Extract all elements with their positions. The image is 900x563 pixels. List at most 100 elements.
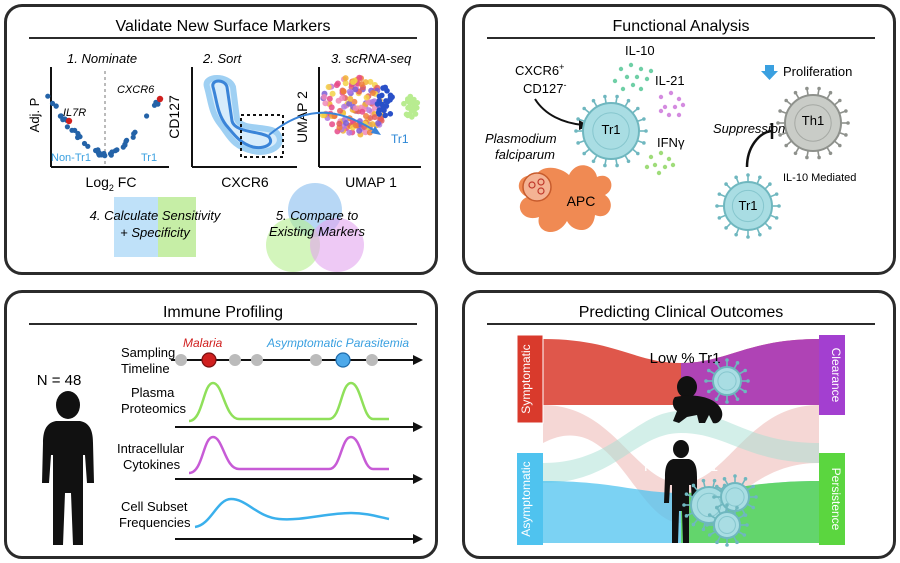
cell-spike-tip xyxy=(603,163,607,168)
cytokine-dot xyxy=(648,68,654,74)
cytokine-dot xyxy=(670,162,676,168)
umap-point xyxy=(366,129,373,136)
cell-spike-tip xyxy=(776,121,780,125)
umap-tr1-point xyxy=(374,101,381,107)
volcano-dot xyxy=(53,103,59,109)
cytokine-dot xyxy=(658,150,664,156)
cell-spike-tip xyxy=(642,141,646,145)
apc-label: APC xyxy=(567,193,596,209)
th1-label: Th1 xyxy=(802,113,824,128)
label-il7r: IL7R xyxy=(63,107,86,119)
cell-spike-tip xyxy=(636,151,640,156)
cell-spike-tip xyxy=(626,159,631,164)
cell-spike-tip xyxy=(777,204,781,208)
cell-spike-tip xyxy=(642,117,646,121)
tr1-cell-low xyxy=(704,358,750,404)
umap-point xyxy=(369,98,376,105)
cell-spike-tip xyxy=(615,94,619,99)
sample-size: N = 48 xyxy=(37,372,82,389)
label-non-tr1: Non-Tr1 xyxy=(51,152,91,164)
step-sort: 2. Sort xyxy=(202,51,243,66)
cell-spike-tip xyxy=(751,505,755,510)
proteomics-arrowhead xyxy=(413,422,423,432)
timeline-label-line1: Sampling xyxy=(121,345,175,360)
cell-spike-tip xyxy=(742,533,747,537)
cell-spike-tip xyxy=(715,505,719,510)
functional-analysis-graphic: Functional Analysis CXCR6+ CD127- Tr1 IL… xyxy=(485,18,875,239)
gate-to-umap-arrow xyxy=(268,111,376,136)
cell-spike-tip xyxy=(626,98,631,103)
timepoint-7 xyxy=(366,354,378,366)
cell-membrane xyxy=(720,482,750,512)
cytokine-dot xyxy=(644,76,650,82)
cell-spike-tip xyxy=(774,216,779,220)
pathogen-line1: Plasmodium xyxy=(485,131,557,146)
parasite-1 xyxy=(528,181,536,189)
umap-point xyxy=(358,81,365,88)
cell-spike-tip xyxy=(717,192,722,196)
venn-circle-purple xyxy=(310,218,364,272)
umap-point xyxy=(343,120,349,126)
volcano-point-il7r xyxy=(65,117,73,125)
umap-point xyxy=(322,100,329,107)
umap-tr1-point xyxy=(380,105,387,111)
cell-spike-tip xyxy=(684,514,689,518)
cell-membrane xyxy=(713,511,741,539)
cell-spike-tip xyxy=(582,151,586,156)
infected-rbc xyxy=(522,172,552,202)
umap-point xyxy=(336,120,343,127)
low-tr1-label: Low % Tr1 xyxy=(650,350,721,367)
umap-point xyxy=(363,94,370,101)
step-calc-line1: 4. Calculate Sensitivity xyxy=(90,208,222,223)
umap-point xyxy=(356,127,363,134)
cell-nucleus xyxy=(725,487,745,507)
panel1-title: Validate New Surface Markers xyxy=(116,18,331,35)
cell-membrane xyxy=(723,181,773,231)
cell-spike-tip xyxy=(844,133,848,137)
tr1-cell-bottom xyxy=(715,173,781,239)
il21-dots xyxy=(658,90,686,118)
volcano-dot xyxy=(69,127,75,133)
volcano-dot xyxy=(124,137,130,143)
cell-spike-tip xyxy=(724,226,728,230)
cell-spike-tip xyxy=(746,235,750,239)
umap-point xyxy=(346,100,353,107)
cell-spike-tip xyxy=(743,368,747,373)
cell-spike-tip xyxy=(817,155,821,160)
cell-spike-tip xyxy=(707,513,712,517)
volcano-dot xyxy=(114,147,120,153)
cell-nucleus xyxy=(717,371,737,391)
cytokine-dot xyxy=(638,66,644,72)
suppression-label: Suppression xyxy=(713,121,785,136)
cell-spike-tip xyxy=(591,98,596,103)
cell-spike-tip xyxy=(742,513,747,517)
cell-spike-tip xyxy=(707,533,712,537)
umap-tr1-point xyxy=(387,111,394,117)
cell-spike-tip xyxy=(717,216,722,220)
cell-spike-tip xyxy=(846,121,850,125)
step-compare-line2: Existing Markers xyxy=(269,224,366,239)
umap-green-point xyxy=(406,111,413,118)
umap-point xyxy=(352,105,359,112)
volcano-dot xyxy=(96,150,102,156)
umap-green-point xyxy=(411,106,418,113)
cell-spike-tip xyxy=(582,106,586,111)
ifng-dots xyxy=(644,150,676,176)
cytokine-dot xyxy=(676,112,682,118)
volcano-dot xyxy=(45,93,51,99)
cell-spike-tip xyxy=(734,175,738,180)
sort-contour-inner xyxy=(211,79,272,149)
cell-spike-tip xyxy=(712,495,716,499)
volcano-dots xyxy=(45,93,161,159)
persistence-label: Persistence xyxy=(829,468,843,531)
bar-persistence xyxy=(819,453,845,545)
umap-point xyxy=(352,86,359,93)
umap-point xyxy=(346,129,353,136)
frequencies-trace xyxy=(194,497,390,529)
cytokine-dot xyxy=(656,170,662,176)
il21-label: IL-21 xyxy=(655,73,685,88)
umap-point xyxy=(371,114,378,121)
malaria-label: Malaria xyxy=(183,336,223,350)
cell-spike-tip xyxy=(746,379,750,383)
cell-spike-tip xyxy=(734,232,738,237)
